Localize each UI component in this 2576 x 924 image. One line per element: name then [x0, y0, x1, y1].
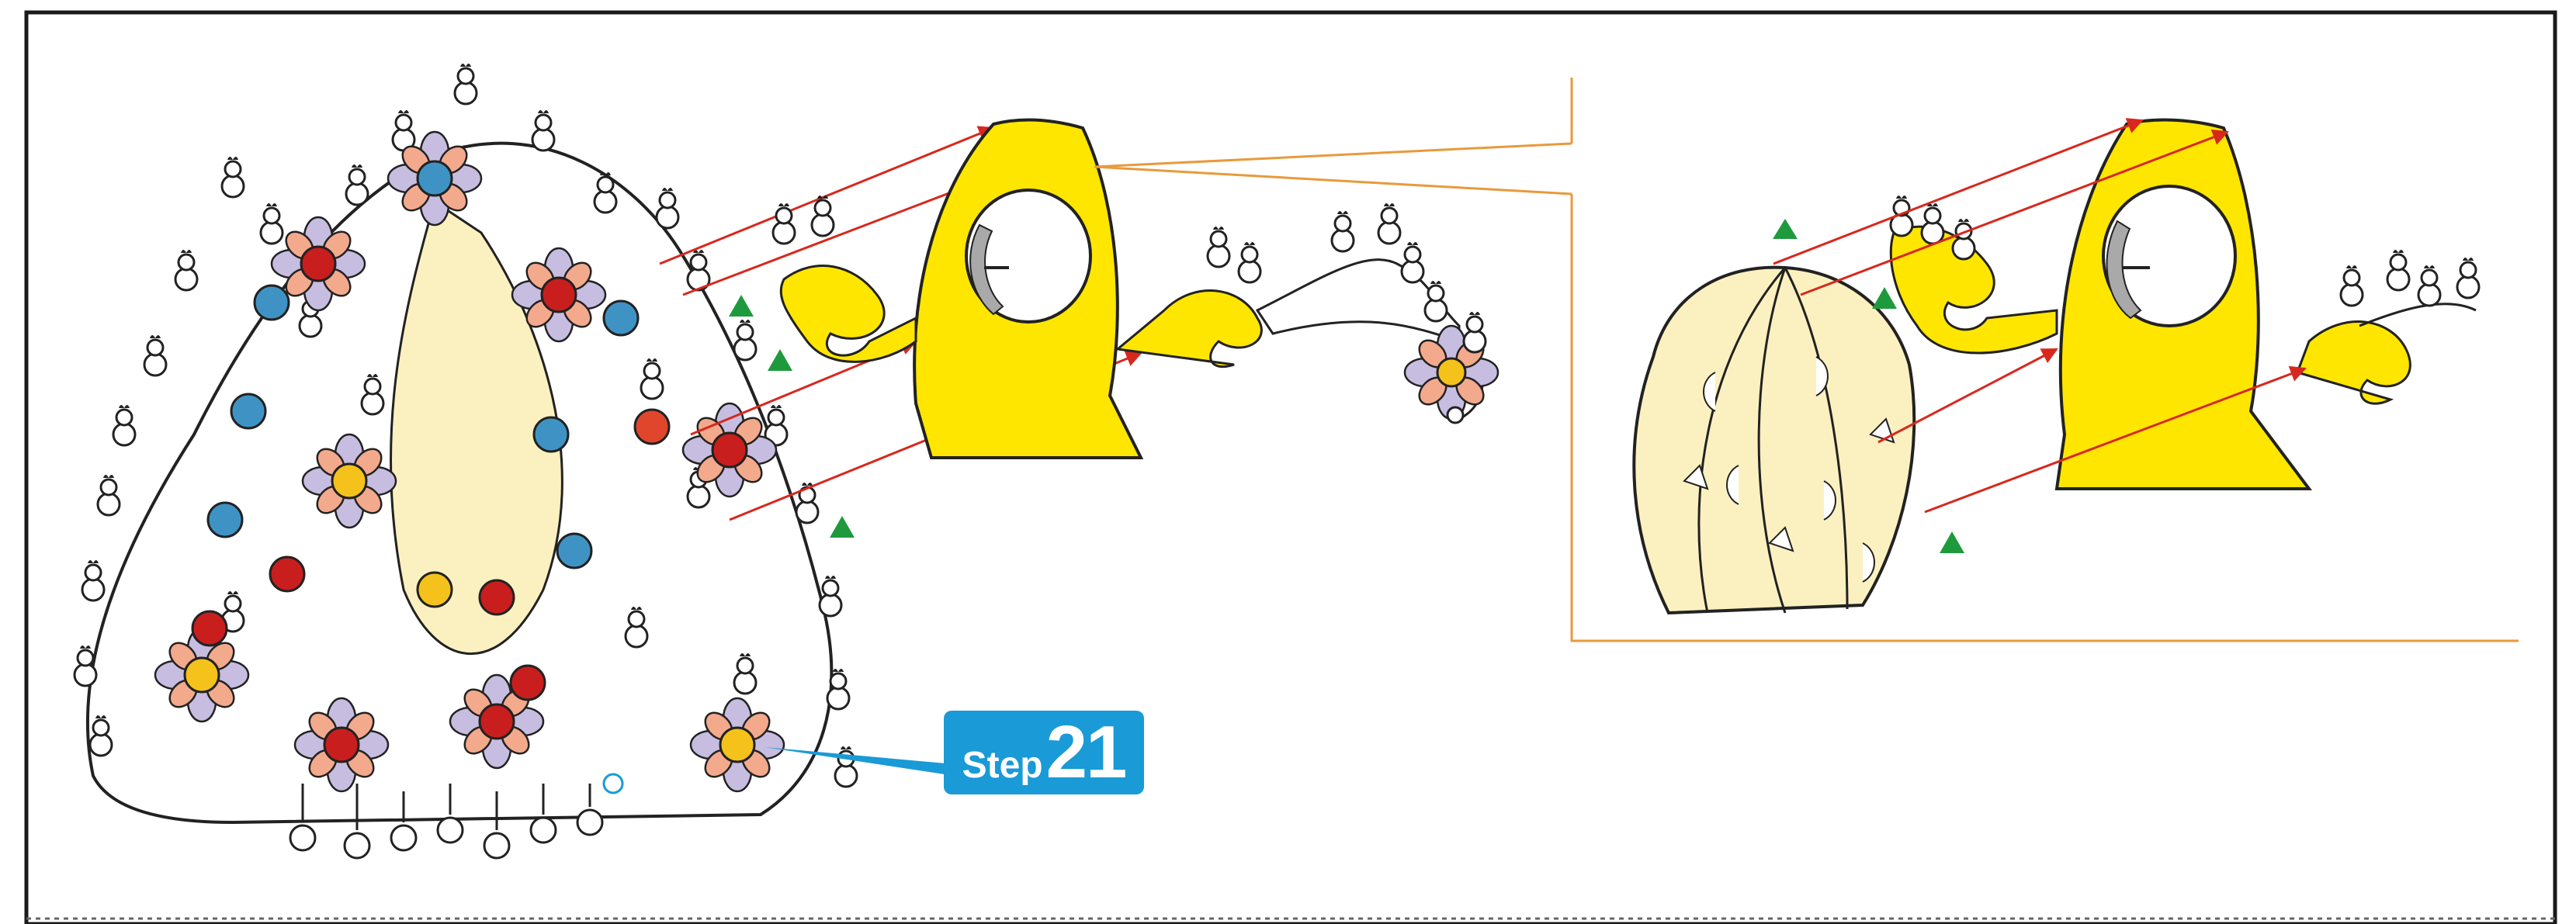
zoomed-detail: [1634, 120, 2479, 613]
step-number: 21: [1046, 715, 1126, 790]
yellow-frame-piece-left: [773, 120, 1498, 458]
assembled-ornament-cluster: [75, 64, 857, 858]
step-label: Step: [962, 744, 1043, 787]
step-badge: Step 21: [944, 711, 1144, 794]
